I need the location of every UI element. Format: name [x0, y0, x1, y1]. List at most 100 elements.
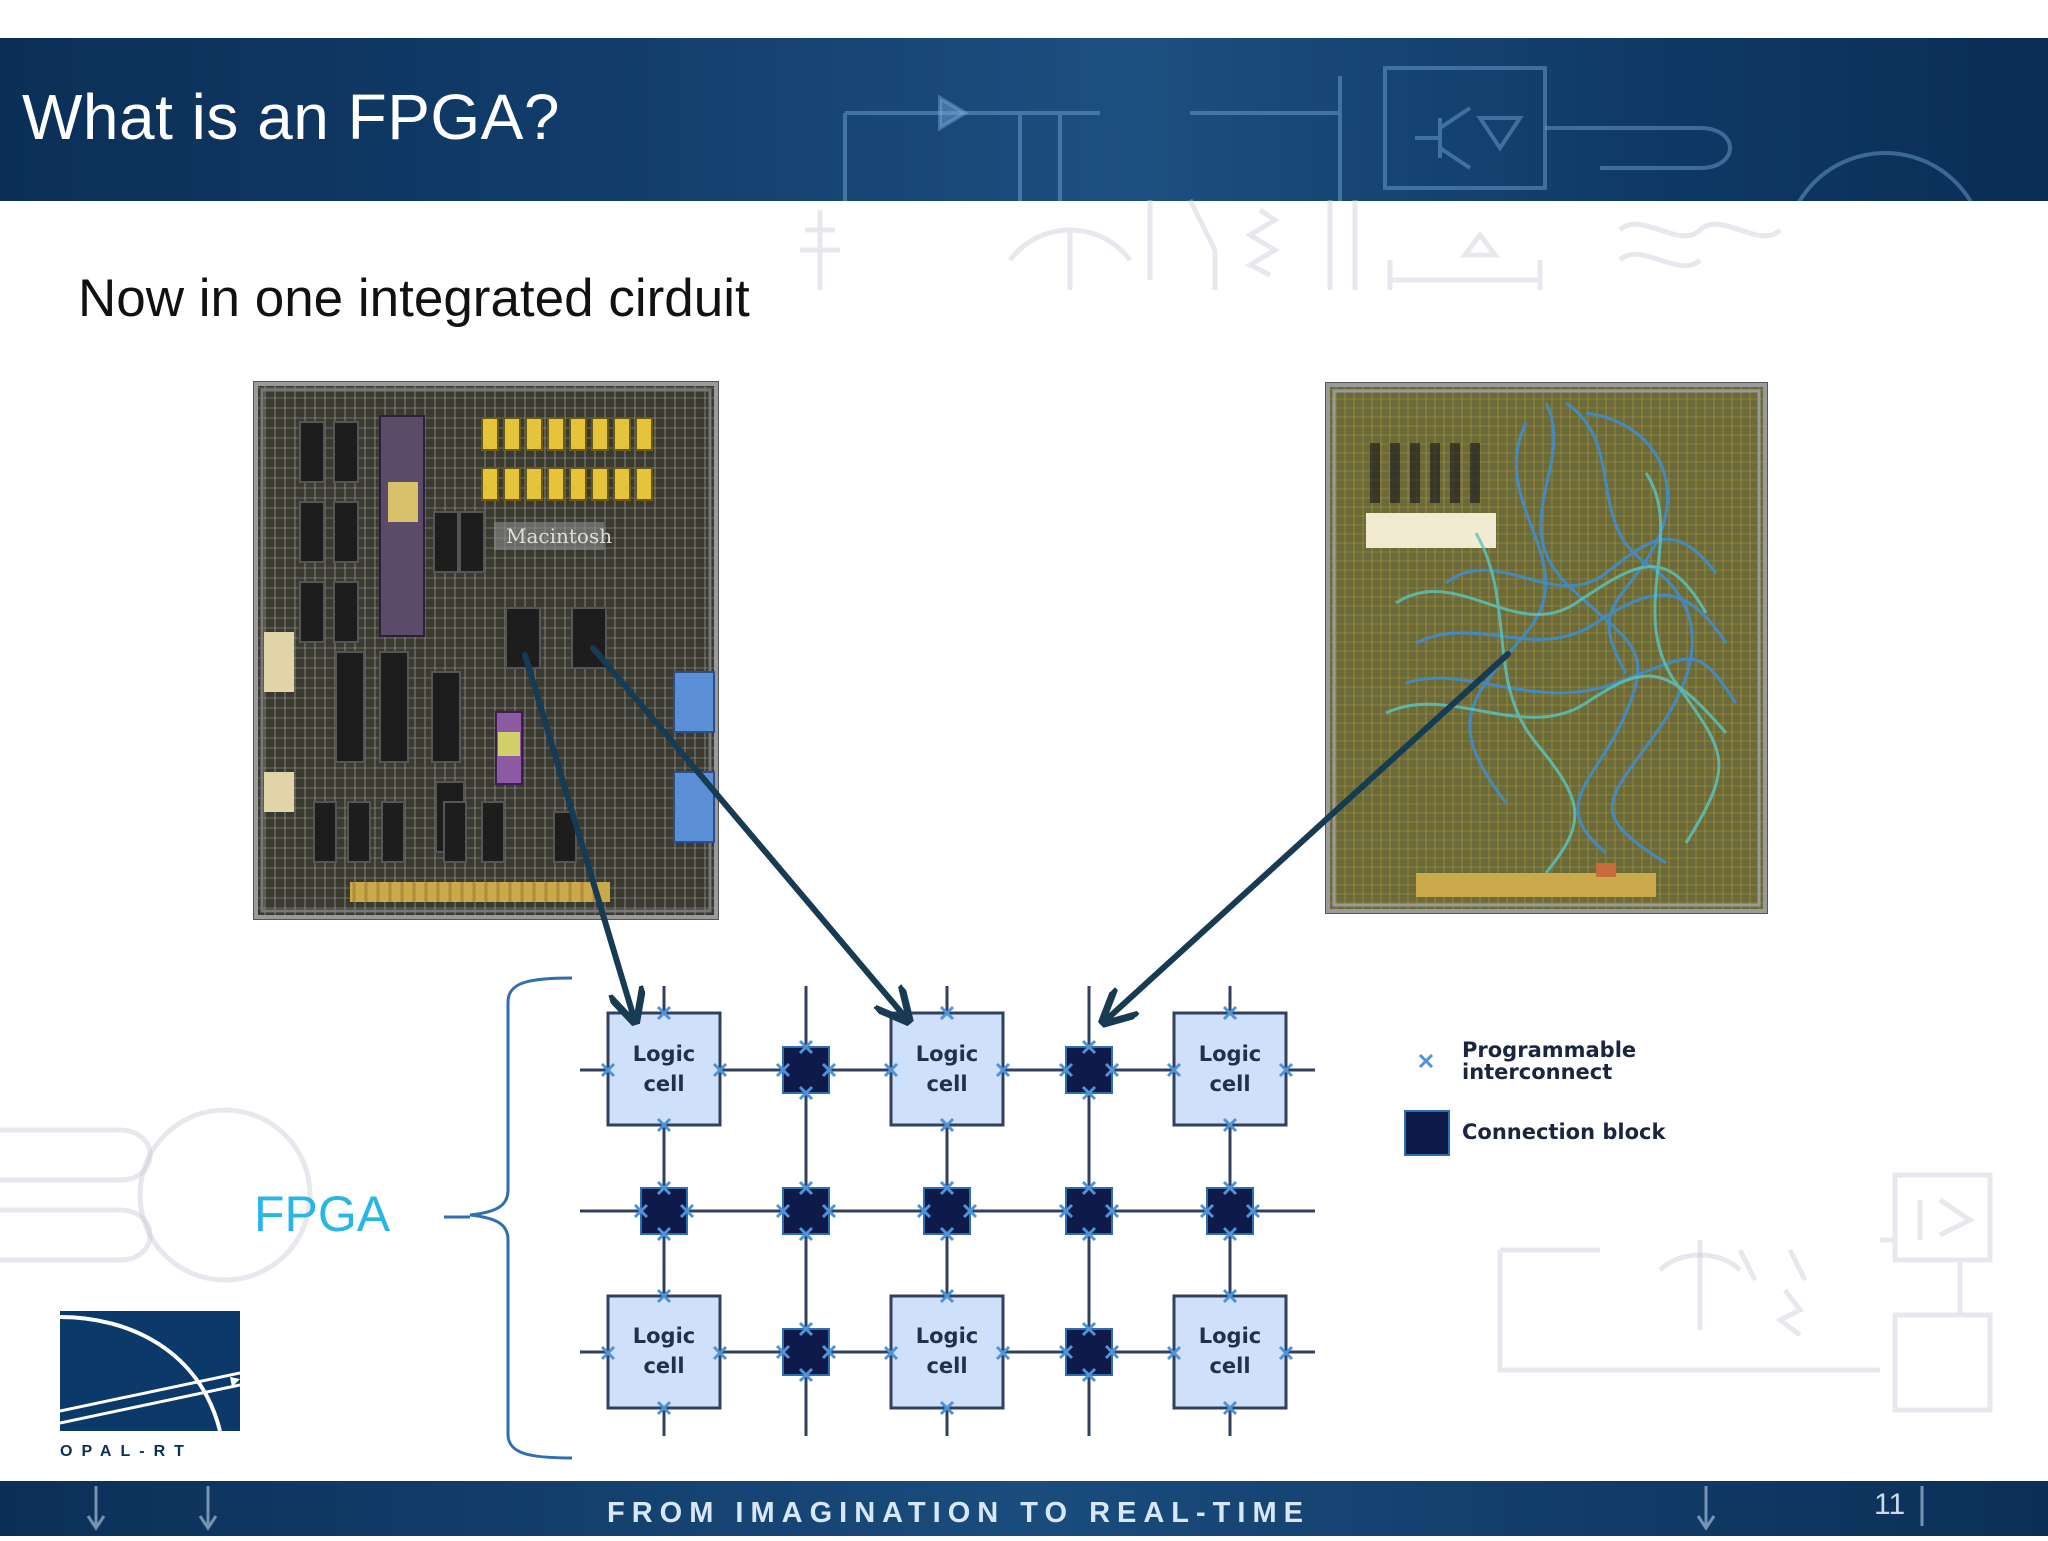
- interconnect-marker: [1058, 1344, 1074, 1360]
- legend-interconnect-label: Programmable interconnect: [1462, 1038, 1637, 1084]
- legend: [1404, 1053, 1450, 1156]
- interconnect-marker: [798, 1367, 814, 1383]
- interconnect-marker: [1081, 1039, 1097, 1055]
- connection-block: [1065, 1046, 1113, 1094]
- wire-wrap-board-art: [1332, 389, 1761, 907]
- connection-block: [782, 1328, 830, 1376]
- interconnect-marker: [939, 1180, 955, 1196]
- macintosh-board-art: Macintosh: [260, 388, 715, 913]
- legend-connection-block-icon: [1404, 1110, 1450, 1156]
- interconnect-marker: [712, 1062, 728, 1078]
- interconnect-marker: [962, 1203, 978, 1219]
- footer-arrows-art: [86, 1486, 1924, 1531]
- title-bar-circuit-art: [843, 66, 1973, 201]
- interconnect-marker: [656, 1400, 672, 1416]
- programmable-interconnect-markers: [600, 1005, 1294, 1416]
- logic-cell-r3c3: [1172, 1294, 1288, 1410]
- fpga-label: FPGA: [254, 1186, 391, 1242]
- connection-block: [640, 1187, 688, 1235]
- macintosh-prototype-board-photo: Macintosh: [253, 381, 719, 920]
- interconnect-marker: [1199, 1203, 1215, 1219]
- interconnect-marker: [1081, 1367, 1097, 1383]
- interconnect-marker: [939, 1005, 955, 1021]
- interconnect-marker: [821, 1344, 837, 1360]
- interconnect-marker: [1222, 1226, 1238, 1242]
- wire-wrap-prototype-board-photo: [1325, 382, 1768, 914]
- interconnect-marker: [1278, 1345, 1294, 1361]
- interconnect-marker: [656, 1005, 672, 1021]
- interconnect-marker: [1166, 1062, 1182, 1078]
- fpga-brace: [469, 976, 573, 1460]
- interconnect-marker: [1081, 1226, 1097, 1242]
- footer-bar: [0, 1481, 2048, 1536]
- mapping-arrows: [522, 645, 1511, 1020]
- interconnect-marker: [798, 1039, 814, 1055]
- interconnect-marker: [656, 1117, 672, 1133]
- footer-tagline: FROM IMAGINATION TO REAL-TIME: [607, 1497, 1310, 1529]
- interconnect-marker: [775, 1344, 791, 1360]
- interconnect-marker: [775, 1062, 791, 1078]
- logic-cell-r1c1: [606, 1011, 722, 1127]
- interconnect-marker: [1104, 1344, 1120, 1360]
- legend-interconnect-icon: [1418, 1053, 1434, 1069]
- arrow-left-chip-to-cell: [522, 652, 634, 1018]
- arrow-right-board-to-block: [1106, 651, 1511, 1020]
- interconnect-marker: [1278, 1062, 1294, 1078]
- connection-block: [1206, 1187, 1254, 1235]
- page-number: 11: [1874, 1488, 1906, 1521]
- slide-title: What is an FPGA?: [22, 81, 560, 153]
- top-white-strip: [0, 0, 2048, 38]
- interconnect-marker: [1222, 1288, 1238, 1304]
- interconnect-marker: [821, 1203, 837, 1219]
- interconnect-marker: [798, 1226, 814, 1242]
- interconnect-marker: [1081, 1321, 1097, 1337]
- interconnect-marker: [1245, 1203, 1261, 1219]
- interconnect-marker: [633, 1203, 649, 1219]
- interconnect-marker: [939, 1226, 955, 1242]
- arrow-mid-chip-to-cell: [590, 645, 906, 1018]
- interconnect-marker: [600, 1062, 616, 1078]
- opal-rt-logo-icon: [60, 1311, 240, 1432]
- interconnect-marker: [821, 1062, 837, 1078]
- interconnect-marker: [1104, 1203, 1120, 1219]
- interconnect-marker: [798, 1085, 814, 1101]
- interconnect-marker: [939, 1288, 955, 1304]
- connection-block: [1065, 1328, 1113, 1376]
- interconnect-marker: [600, 1345, 616, 1361]
- interconnect-marker: [995, 1345, 1011, 1361]
- connection-block: [782, 1046, 830, 1094]
- interconnect-marker: [939, 1400, 955, 1416]
- interconnect-marker: [712, 1345, 728, 1361]
- slide-subtitle: Now in one integrated cirduit: [78, 269, 750, 328]
- interconnect-marker: [656, 1288, 672, 1304]
- interconnect-marker: [656, 1226, 672, 1242]
- interconnect-marker: [656, 1180, 672, 1196]
- interconnect-marker: [1222, 1117, 1238, 1133]
- interconnect-marker: [995, 1062, 1011, 1078]
- interconnect-marker: [1222, 1400, 1238, 1416]
- interconnect-marker: [798, 1321, 814, 1337]
- interconnect-marker: [1104, 1062, 1120, 1078]
- interconnect-marker: [1222, 1005, 1238, 1021]
- interconnect-marker: [916, 1203, 932, 1219]
- interconnect-marker: [1166, 1345, 1182, 1361]
- connection-block: [923, 1187, 971, 1235]
- interconnect-marker: [883, 1062, 899, 1078]
- interconnect-marker: [679, 1203, 695, 1219]
- opal-rt-logo-text: OPAL-RT: [60, 1443, 193, 1460]
- title-bar: What is an FPGA?: [0, 38, 2048, 201]
- interconnect-marker: [798, 1180, 814, 1196]
- interconnect-marker: [1222, 1180, 1238, 1196]
- interconnect-marker: [775, 1203, 791, 1219]
- legend-connection-block-label: Connection block: [1462, 1120, 1666, 1144]
- interconnect-marker: [883, 1345, 899, 1361]
- interconnect-marker: [1081, 1085, 1097, 1101]
- macintosh-board-print: Macintosh: [506, 524, 612, 548]
